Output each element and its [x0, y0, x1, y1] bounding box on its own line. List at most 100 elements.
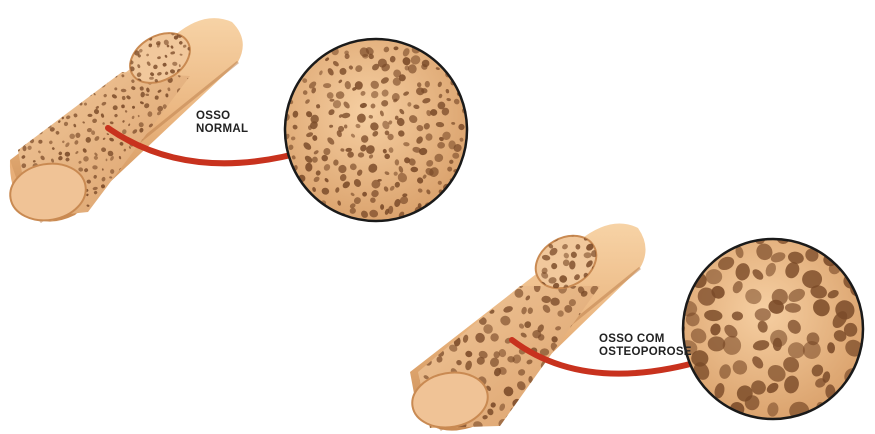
normal-pore — [132, 198, 136, 202]
normal-pore — [22, 91, 29, 98]
normal-bone-label: OSSO NORMAL — [196, 110, 248, 136]
normal-pore — [59, 84, 62, 87]
normal-pore — [283, 50, 294, 61]
normal-pore — [48, 82, 54, 88]
normal-pore — [372, 30, 379, 37]
osteoporosis-pore — [560, 230, 566, 237]
normal-pore — [106, 194, 111, 198]
normal-pore — [196, 148, 199, 152]
normal-pore — [141, 27, 146, 33]
normal-pore — [327, 36, 336, 44]
normal-pore — [113, 186, 116, 188]
osteoporosis-pore — [408, 305, 419, 316]
normal-pore — [137, 215, 143, 220]
normal-pore — [67, 93, 72, 98]
osteoporosis-pore — [425, 280, 433, 290]
normal-pore — [175, 169, 179, 173]
normal-pore — [176, 196, 179, 199]
normal-pore — [139, 186, 143, 190]
normal-pore — [296, 202, 303, 209]
normal-pore — [446, 31, 454, 39]
normal-pore — [445, 212, 457, 224]
normal-pore — [157, 201, 162, 207]
osteoporosis-pore — [586, 318, 599, 331]
normal-pore — [57, 80, 61, 84]
normal-label-line1: OSSO — [196, 110, 248, 123]
normal-pore — [29, 132, 33, 136]
normal-pore — [32, 112, 39, 119]
osteoporosis-pore — [435, 334, 446, 345]
osteoporosis-pore — [678, 375, 691, 391]
normal-pore — [136, 203, 141, 209]
osteoporosis-pore — [475, 303, 481, 309]
osteoporosis-pore — [425, 306, 437, 318]
osteoporosis-pore — [474, 292, 481, 299]
normal-pore — [129, 184, 135, 190]
normal-pore — [137, 194, 142, 200]
osteoporosis-pore — [552, 412, 559, 419]
normal-pore — [147, 176, 151, 180]
normal-pore — [36, 106, 41, 112]
normal-pore — [162, 206, 166, 210]
osteoporosis-pore — [422, 318, 434, 329]
normal-pore — [425, 81, 430, 88]
normal-pore — [279, 192, 284, 195]
normal-pore — [276, 38, 283, 45]
normal-pore — [164, 142, 169, 146]
normal-pore — [88, 65, 91, 68]
normal-pore — [146, 165, 153, 172]
normal-pore — [278, 44, 282, 49]
normal-pore — [165, 196, 170, 202]
normal-pore — [118, 215, 124, 221]
normal-pore — [121, 183, 127, 189]
normal-pore — [167, 131, 173, 137]
normal-pore — [175, 141, 178, 145]
normal-pore — [194, 185, 198, 189]
normal-pore — [132, 201, 135, 204]
osteoporosis-pore — [457, 318, 467, 327]
normal-pore — [139, 165, 145, 171]
normal-pore — [454, 177, 464, 187]
normal-pore — [56, 65, 61, 70]
normal-pore — [289, 179, 298, 188]
normal-pore — [97, 67, 100, 70]
osteoporosis-pore — [411, 332, 421, 340]
normal-pore — [447, 201, 454, 210]
normal-pore — [53, 103, 56, 105]
normal-pore — [193, 140, 198, 146]
normal-pore — [44, 110, 48, 114]
normal-bone-magnified — [276, 30, 470, 224]
osteoporosis-pore — [461, 303, 469, 310]
normal-pore — [64, 79, 70, 83]
osteoporosis-pore — [416, 426, 424, 434]
normal-pore — [458, 76, 463, 82]
osteoporosis-pore — [437, 294, 446, 302]
osteoporosis-pore — [447, 279, 456, 289]
normal-pore — [49, 112, 56, 119]
osteoporosis-pore — [563, 346, 574, 357]
normal-pore — [182, 167, 186, 170]
osteoporosis-pore — [838, 392, 851, 409]
osteoporosis-pore — [674, 393, 691, 413]
normal-pore — [12, 128, 16, 132]
osteoporosis-pore — [555, 429, 562, 434]
osteoporosis-pore — [498, 285, 506, 294]
osteoporosis-bone-magnified — [669, 220, 866, 421]
osteoporosis-pore — [545, 382, 552, 389]
normal-pore — [102, 122, 104, 125]
normal-pore — [446, 58, 454, 66]
normal-pore — [23, 132, 28, 138]
normal-pore — [432, 36, 437, 39]
normal-pore — [380, 204, 384, 210]
normal-pore — [141, 154, 146, 160]
normal-pore — [73, 95, 78, 101]
normal-pore — [459, 53, 467, 62]
normal-pore — [18, 102, 24, 108]
normal-pore — [66, 108, 70, 112]
osteoporosis-pore — [844, 226, 861, 241]
osteoporosis-pore — [439, 315, 448, 324]
osteoporosis-pore — [543, 233, 550, 240]
normal-pore — [299, 196, 309, 207]
normal-pore — [22, 121, 26, 125]
osteoporosis-pore — [542, 426, 550, 434]
